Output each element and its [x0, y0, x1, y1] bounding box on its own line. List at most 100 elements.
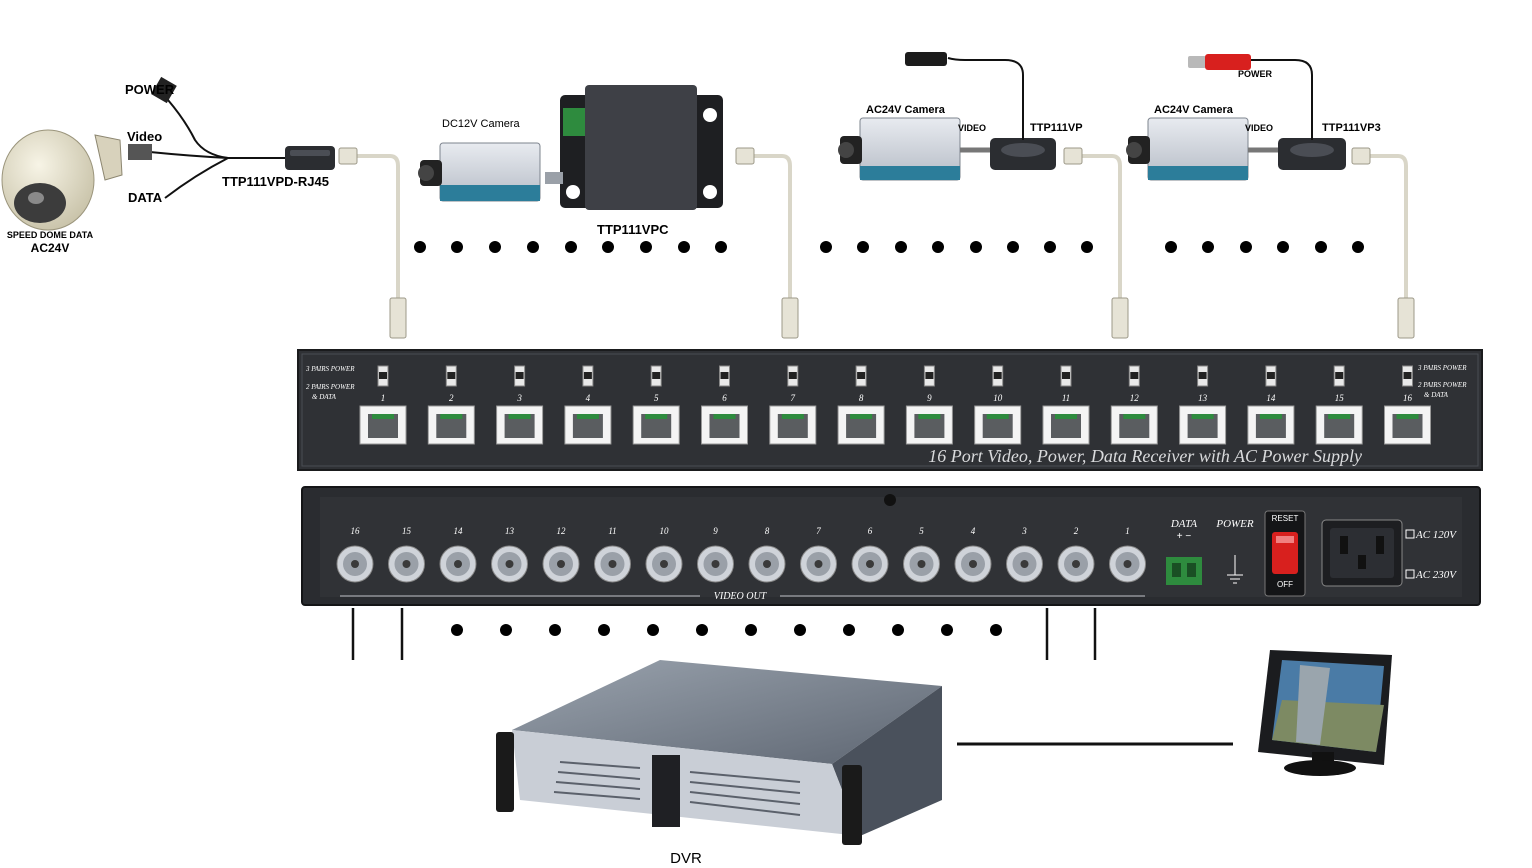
rj45-port-12[interactable]: 12 — [1110, 365, 1158, 445]
rj45-port-8[interactable]: 8 — [837, 365, 885, 445]
switch-lever — [379, 372, 387, 379]
rj45-port-2[interactable]: 2 — [427, 365, 475, 445]
data-terminal-block — [1166, 557, 1202, 585]
rj45-port-11[interactable]: 11 — [1042, 365, 1090, 445]
bnc-port-13[interactable]: 13 — [491, 526, 528, 583]
cctv-monitor — [1258, 650, 1392, 776]
ac-inlet — [1321, 519, 1403, 587]
ellipsis-dot — [647, 624, 659, 636]
bnc-port-8[interactable]: 8 — [748, 526, 786, 583]
bnc-port-12[interactable]: 12 — [542, 526, 580, 583]
rj45-led — [1328, 414, 1351, 419]
bnc-port-10[interactable]: 10 — [645, 526, 683, 583]
rj45-port-16[interactable]: 16 — [1384, 365, 1431, 445]
rj45-led — [1396, 414, 1419, 419]
rj45-led — [1191, 414, 1214, 419]
bnc-port-7[interactable]: 7 — [800, 526, 837, 583]
switch-lever — [515, 372, 524, 379]
rear-port-number: 9 — [713, 526, 718, 536]
ellipsis-dot — [715, 241, 727, 253]
speed-dome-voltage: AC24V — [31, 241, 70, 255]
rj45-port-13[interactable]: 13 — [1179, 365, 1227, 445]
rj45-jack-frame — [701, 405, 748, 445]
reset-label: RESET — [1272, 514, 1299, 523]
rear-port-number: 11 — [608, 526, 616, 536]
front-port-number: 5 — [654, 393, 659, 403]
ellipsis-dot — [414, 241, 426, 253]
data-terminal-label: DATA — [1170, 518, 1198, 530]
rj45-port-5[interactable]: 5 — [632, 365, 680, 445]
rj45-led — [1123, 414, 1146, 419]
dome-video-label: Video — [127, 129, 162, 144]
ttp111vp-power-cable — [947, 57, 1024, 140]
rj45-led — [372, 414, 394, 419]
front-port-number: 9 — [927, 393, 932, 403]
ellipsis-dot — [1352, 241, 1364, 253]
rj45-port-3[interactable]: 3 — [496, 365, 544, 445]
reset-power-switch[interactable] — [1264, 510, 1306, 597]
rj45-led — [645, 414, 668, 419]
ac24v-camera-2-label: AC24V Camera — [1154, 104, 1234, 116]
switch-lever — [1130, 372, 1139, 379]
rj45-port-4[interactable]: 4 — [564, 365, 612, 445]
front-port-number: 12 — [1130, 393, 1140, 403]
bnc-port-15[interactable]: 15 — [388, 526, 425, 583]
bnc-port-2[interactable]: 2 — [1057, 526, 1095, 583]
ellipsis-dot — [1315, 241, 1327, 253]
bnc-port-6[interactable]: 6 — [851, 526, 889, 583]
ellipsis-dot — [527, 241, 539, 253]
rear-port-number: 4 — [971, 526, 976, 536]
ellipsis-dot — [895, 241, 907, 253]
bnc-pin — [814, 560, 823, 568]
front-port-number: 16 — [1403, 393, 1413, 403]
bnc-port-11[interactable]: 11 — [594, 526, 631, 583]
bnc-port-5[interactable]: 5 — [903, 526, 940, 583]
ellipsis-dot — [1277, 241, 1289, 253]
rj45-port-7[interactable]: 7 — [769, 365, 817, 445]
bnc-port-16[interactable]: 16 — [336, 526, 374, 583]
bnc-port-9[interactable]: 9 — [697, 526, 734, 583]
rj45-port-9[interactable]: 9 — [905, 365, 953, 445]
rj45-port-14[interactable]: 14 — [1247, 365, 1295, 445]
rear-port-number: 7 — [816, 526, 821, 536]
bnc-port-1[interactable]: 1 — [1109, 526, 1146, 583]
rj45-port-6[interactable]: 6 — [701, 365, 748, 445]
bnc-port-4[interactable]: 4 — [954, 526, 992, 583]
bnc-port-3[interactable]: 3 — [1006, 526, 1043, 583]
switch-lever — [720, 372, 729, 379]
bnc-pin — [660, 560, 668, 568]
dc12v-camera-label: DC12V Camera — [442, 118, 521, 130]
ellipsis-dot — [857, 241, 869, 253]
ttp111vp3-power-label: POWER — [1238, 69, 1273, 79]
rear-port-number: 12 — [557, 526, 567, 536]
switch-lever — [583, 372, 592, 379]
ellipsis-dot — [1081, 241, 1093, 253]
rj45-led — [986, 414, 1009, 419]
ellipsis-dot — [990, 624, 1002, 636]
power-plug — [151, 76, 177, 104]
rj45-led — [440, 414, 463, 419]
ellipsis-dot — [549, 624, 561, 636]
ellipsis-dot — [1007, 241, 1019, 253]
bnc-pin — [1123, 560, 1132, 568]
bnc-port-14[interactable]: 14 — [439, 526, 477, 583]
ttp111vpd-rj45-balun — [285, 146, 335, 170]
rj45-port-15[interactable]: 15 — [1315, 365, 1363, 445]
ttp111vp3-label: TTP111VP3 — [1322, 122, 1381, 134]
dome-data-label: DATA — [128, 190, 163, 205]
rj45-led — [713, 414, 736, 419]
switch-lever — [788, 372, 797, 379]
dvr-label: DVR — [670, 850, 702, 867]
rj45-led — [850, 414, 873, 419]
dc12v-camera — [418, 142, 541, 202]
switch-lever — [925, 372, 934, 379]
ellipsis-dot — [1240, 241, 1252, 253]
rj45-port-1[interactable]: 1 — [359, 365, 407, 445]
switch-lever — [1266, 372, 1275, 379]
rj45-port-10[interactable]: 10 — [974, 365, 1022, 445]
ttp111vp-balun — [990, 138, 1056, 170]
ac-120-checkbox — [1405, 529, 1415, 539]
bnc-pin — [454, 560, 462, 568]
ac24v-camera-1-label: AC24V Camera — [866, 104, 946, 116]
